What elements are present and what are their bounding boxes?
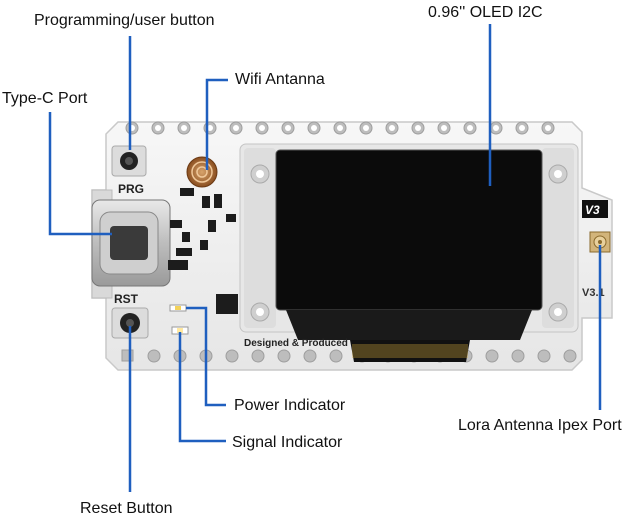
label-wifi-antenna: Wifi Antanna [235, 71, 325, 88]
label-lora-port: Lora Antenna Ipex Port [458, 417, 622, 434]
version-badge [582, 200, 608, 218]
rst-label: RST [114, 292, 139, 306]
smd-components [168, 188, 246, 314]
label-reset-button: Reset Button [80, 500, 173, 517]
wifi-antenna-coil [186, 156, 218, 188]
callout-line-typec [48, 112, 112, 236]
label-type-c: Type-C Port [2, 90, 88, 107]
prg-button[interactable] [111, 145, 147, 177]
version-badge-text: V3 [585, 203, 600, 217]
power-led [169, 304, 187, 312]
label-programming-button: Programming/user button [34, 12, 215, 29]
label-oled: 0.96'' OLED I2C [428, 4, 543, 21]
callout-lines [48, 24, 602, 492]
callout-line-power [186, 306, 226, 407]
prg-label: PRG [118, 182, 144, 196]
oled-screen [275, 149, 543, 362]
callout-line-signal [178, 332, 226, 443]
usb-c-port[interactable] [91, 199, 171, 287]
top-header-pins [125, 121, 555, 135]
silkscreen-text: Designed & Produced [244, 338, 348, 349]
label-signal-indicator: Signal Indicator [232, 434, 343, 451]
label-power-indicator: Power Indicator [234, 397, 346, 414]
callout-line-wifi [205, 78, 228, 170]
